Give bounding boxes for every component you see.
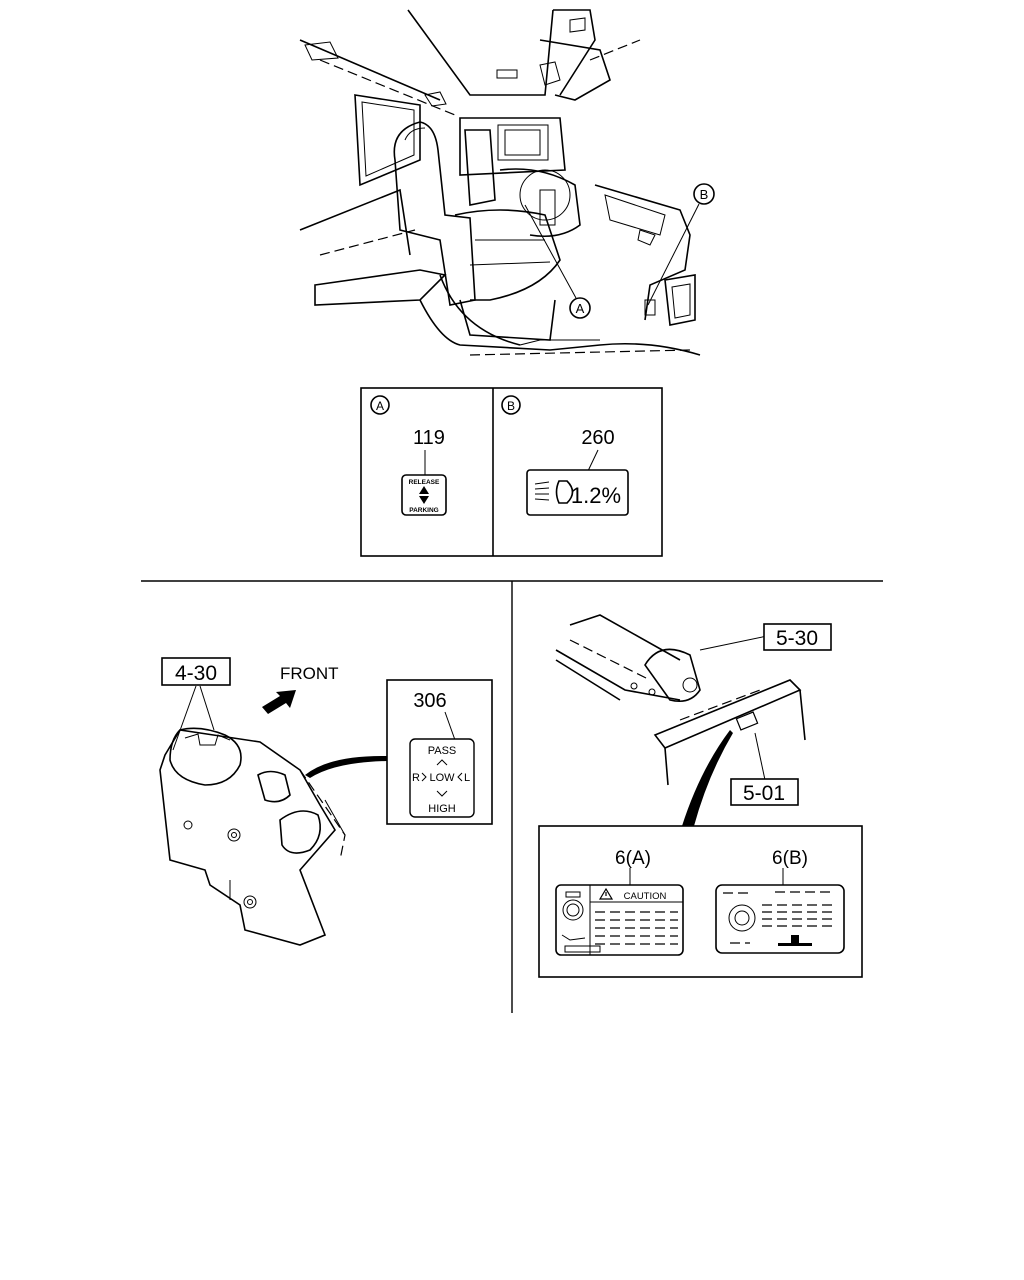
label-r: R — [412, 772, 420, 784]
detail-panel: A 119 RELEASE PARKING B 260 1.2% — [360, 387, 663, 557]
label-low: LOW — [429, 772, 455, 784]
detail-a-label-bottom: PARKING — [409, 507, 439, 514]
ref-code-5-30: 5-30 — [776, 627, 818, 650]
switch-housing-illustration — [159, 685, 346, 946]
front-label: FRONT — [280, 664, 339, 683]
callout-a: A — [569, 297, 591, 319]
headlamp-level-icon — [534, 480, 574, 504]
cab-interior-illustration — [299, 9, 701, 356]
detail-b-label-value: 1.2% — [571, 483, 621, 508]
ref-code-4-30: 4-30 — [175, 662, 217, 685]
callout-b: B — [693, 183, 715, 205]
right-view: 5-30 5-01 6(A) 6(B) CAUTION — [538, 614, 863, 978]
up-down-arrow-icon — [419, 486, 429, 504]
label-6b-number: 6(B) — [772, 848, 808, 869]
callout-b-letter: B — [700, 187, 709, 202]
caution-label-6a: CAUTION — [555, 884, 684, 956]
pointer-wedge — [682, 730, 733, 826]
label-l: L — [464, 772, 470, 784]
front-arrow-icon — [262, 690, 296, 714]
detail-b-letter: B — [507, 399, 515, 413]
label-pass: PASS — [428, 745, 457, 757]
part-number-306: 306 — [413, 690, 446, 712]
detail-a-part-number: 119 — [413, 427, 445, 449]
pointer-curve — [305, 755, 387, 778]
detail-a-label-top: RELEASE — [409, 479, 440, 486]
frame-rail-illustration — [555, 614, 806, 786]
label-high: HIGH — [428, 803, 456, 815]
ref-code-5-01: 5-01 — [743, 782, 785, 805]
label-6a-number: 6(A) — [615, 848, 651, 869]
detail-a-letter: A — [376, 399, 384, 413]
label-6b — [715, 884, 845, 954]
detail-b-part-number: 260 — [581, 427, 614, 449]
knob-icon — [778, 935, 812, 946]
left-view: 4-30 FRONT 306 PASS — [159, 657, 493, 946]
warning-triangle-icon — [598, 887, 614, 900]
callout-a-letter: A — [576, 301, 585, 316]
caution-text: CAUTION — [624, 891, 667, 902]
